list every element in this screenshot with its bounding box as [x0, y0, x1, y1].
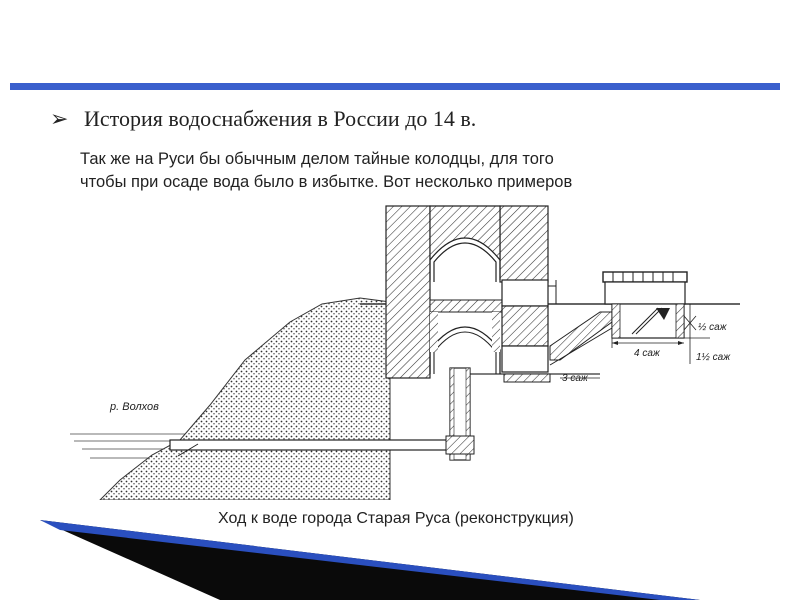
slide-title: ➢ История водоснабжения в России до 14 в. [50, 106, 476, 132]
sloped-passage [549, 311, 613, 361]
dimension-three-label: 3 саж [562, 373, 589, 384]
dimension-one-half-label: 1½ саж [696, 352, 731, 363]
slide-body-text: Так же на Руси бы обычным делом тайные к… [80, 148, 700, 194]
top-divider-bar [10, 83, 780, 90]
horizontal-tunnel [169, 439, 471, 451]
well-cover-ribs [612, 272, 674, 282]
river-label: р. Волхов [109, 401, 159, 413]
arrow-bullet-icon: ➢ [50, 106, 69, 131]
diagram-caption: Ход к воде города Старая Руса (реконстру… [218, 510, 574, 527]
body-text-line-1: Так же на Руси бы обычным делом тайные к… [80, 150, 554, 168]
dimension-four-label: 4 саж [634, 348, 661, 359]
lower-arch [429, 326, 501, 374]
well-cover [602, 271, 688, 283]
gate-block-top [501, 279, 549, 307]
well-chamber [604, 281, 686, 305]
well-shaft [611, 303, 685, 339]
body-text-line-2: чтобы при осаде вода было в избытке. Вот… [80, 173, 573, 191]
base-slab [503, 373, 551, 383]
tower-left-pier [385, 205, 431, 379]
water-passage-diagram: р. Волхов [70, 205, 740, 500]
tower-middle-band [429, 299, 503, 313]
dimension-half-label: ½ саж [698, 322, 728, 333]
embankment [99, 297, 391, 500]
dimension-lines [560, 304, 710, 379]
slide-title-text: История водоснабжения в России до 14 в. [84, 106, 477, 131]
tower-right-pier [499, 205, 549, 283]
gate-block-hatched [501, 305, 549, 347]
upper-arch [429, 205, 501, 280]
